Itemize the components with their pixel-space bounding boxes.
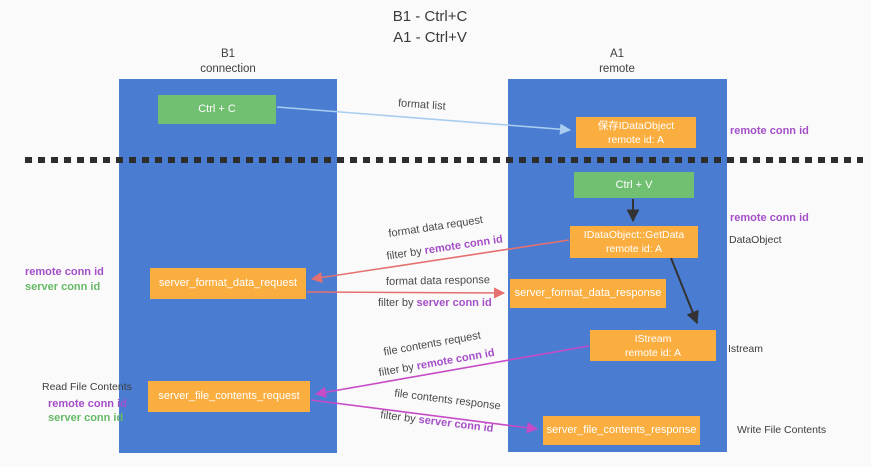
ctrl-v-box: Ctrl + V	[574, 172, 694, 198]
left-remote-conn-id-label: remote conn id	[25, 266, 104, 278]
left-column-name: B1	[220, 48, 236, 60]
left-server-conn-id-label: server conn id	[25, 281, 101, 293]
idataobject-getdata-box: IDataObject::GetData remote id: A	[570, 226, 698, 258]
right-column-subtitle: remote	[599, 63, 635, 75]
write-file-contents-label: Write File Contents	[737, 424, 827, 436]
istream-line1: IStream	[634, 333, 672, 345]
server-format-data-response-box: server_format_data_response	[510, 279, 666, 308]
server-conn-id-highlight: server conn id	[416, 297, 492, 309]
title-line-1: B1 - Ctrl+C	[392, 8, 468, 25]
save-idataobject-box: 保存IDataObject remote id: A	[576, 117, 696, 148]
server-format-data-request-box: server_format_data_request	[150, 268, 306, 299]
server-file-contents-response-label: server_file_contents_response	[546, 424, 697, 436]
right-column-header: A1 remote	[508, 47, 726, 77]
istream-side-label: Istream	[728, 343, 764, 355]
ctrl-v-label: Ctrl + V	[615, 179, 653, 191]
istream-box: IStream remote id: A	[590, 330, 716, 361]
save-idataobject-line2: remote id: A	[607, 134, 665, 146]
ctrl-c-box: Ctrl + C	[158, 95, 276, 124]
right-remote-conn-id-label-2: remote conn id	[730, 212, 809, 224]
arrow-getdata-to-istream	[670, 257, 699, 325]
read-file-contents-label: Read File Contents	[42, 381, 132, 393]
ctrl-c-label: Ctrl + C	[198, 103, 236, 115]
left-column-header: B1 connection	[119, 47, 337, 77]
filter-prefix: filter by	[378, 297, 417, 309]
server-file-contents-response-box: server_file_contents_response	[543, 416, 700, 445]
arrow-format-list	[276, 106, 572, 135]
right-column-name: A1	[609, 48, 625, 60]
arrow-format-data-request	[310, 239, 570, 284]
server-file-contents-request-label: server_file_contents_request	[158, 390, 300, 402]
istream-line2: remote id: A	[624, 347, 682, 359]
left-remote-conn-id-label-2: remote conn id	[48, 398, 127, 410]
arrow-file-contents-response	[310, 399, 539, 434]
server-file-contents-request-box: server_file_contents_request	[148, 381, 310, 412]
dataobject-label: DataObject	[729, 234, 782, 246]
arrow-file-contents-request	[314, 345, 590, 398]
format-data-response-filter-label: filter by server conn id	[378, 297, 492, 309]
getdata-line2: remote id: A	[605, 243, 663, 255]
title-line-2: A1 - Ctrl+V	[393, 29, 467, 46]
server-format-data-response-label: server_format_data_response	[514, 287, 662, 299]
left-column-subtitle: connection	[200, 63, 256, 75]
phase-divider-dashed-line	[25, 157, 863, 163]
server-format-data-request-label: server_format_data_request	[158, 277, 298, 289]
right-remote-conn-id-label-1: remote conn id	[730, 125, 809, 137]
getdata-line1: IDataObject::GetData	[583, 229, 685, 241]
arrow-format-data-response	[306, 287, 506, 299]
diagram-title: B1 - Ctrl+C A1 - Ctrl+V	[280, 6, 580, 48]
left-server-conn-id-label-2: server conn id	[48, 412, 124, 424]
save-idataobject-line1: 保存IDataObject	[597, 120, 675, 132]
format-data-response-label: format data response	[385, 274, 491, 288]
